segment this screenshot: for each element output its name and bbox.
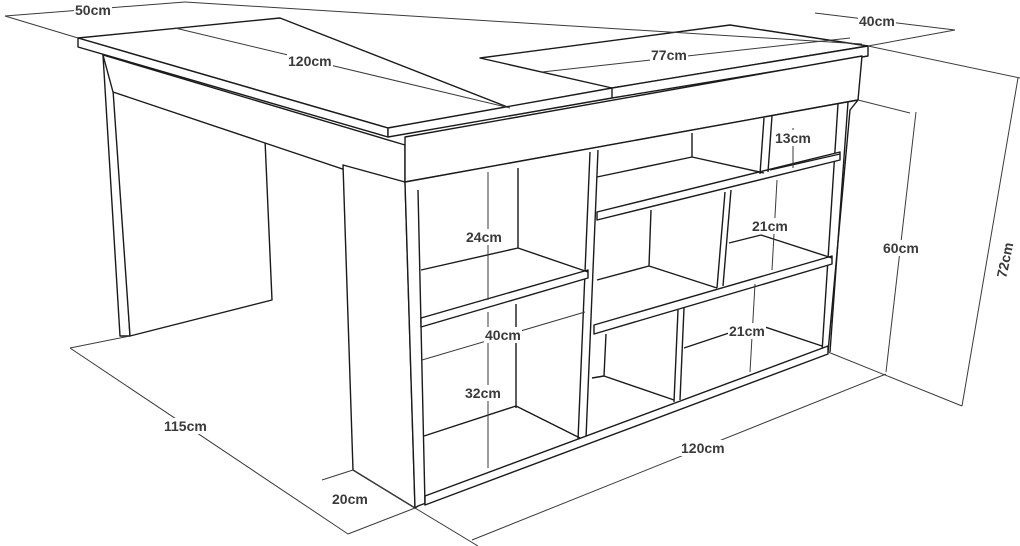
small-cubby-wall	[759, 117, 765, 175]
left-floor-side	[515, 405, 581, 439]
mid-floor-back	[596, 265, 650, 281]
label-floor-leg-depth: 20cm	[331, 491, 369, 507]
label-floor-length-left: 115cm	[163, 418, 208, 434]
label-shelf-mid-right: 21cm	[751, 218, 789, 234]
unit-divider-b	[585, 149, 599, 439]
low-floor-back	[591, 375, 605, 379]
mid-divider-b	[722, 189, 732, 287]
low-back-edge	[603, 333, 607, 377]
left-floor-back	[423, 405, 517, 437]
mid-back-edge	[648, 209, 652, 267]
low-right-side	[755, 323, 823, 347]
mid-right-side	[760, 234, 833, 259]
left-shelf-side	[517, 247, 589, 273]
mid-divider-a	[716, 191, 726, 289]
bottom-plinth	[424, 345, 829, 506]
label-floor-length-front: 120cm	[680, 440, 726, 456]
unit-left-wall	[417, 189, 426, 506]
label-top-left-depth: 50cm	[74, 2, 112, 18]
label-shelf-low-right: 21cm	[728, 323, 766, 339]
mid-right-back	[728, 234, 762, 244]
label-top-left-length: 120cm	[287, 53, 333, 69]
small-cubby-shelf	[769, 153, 841, 171]
right-shelf-mid	[593, 255, 833, 335]
mid-floor-side	[648, 265, 718, 289]
upper-cubby-back	[596, 156, 693, 178]
unit-divider-a	[577, 151, 591, 441]
upper-cubby-side	[691, 156, 765, 174]
label-shelf-left-width: 40cm	[484, 327, 522, 343]
label-unit-height: 60cm	[882, 240, 920, 256]
label-shelf-left-upper: 24cm	[465, 229, 503, 245]
label-shelf-left-lower: 32cm	[464, 385, 502, 401]
left-shelf-back	[420, 247, 519, 271]
label-top-right-length: 77cm	[650, 47, 688, 63]
label-shelf-top-gap: 13cm	[774, 130, 812, 146]
low-floor-side	[603, 375, 675, 401]
unit-right-wall-outer	[829, 101, 849, 353]
small-cubby-wall-b	[767, 115, 773, 173]
unit-right-wall	[821, 103, 839, 353]
low-divider-b	[679, 307, 685, 401]
left-shelf-mid	[420, 269, 589, 328]
corner-leg	[342, 164, 416, 509]
low-divider-a	[673, 309, 679, 403]
label-top-right-depth: 40cm	[858, 13, 896, 29]
